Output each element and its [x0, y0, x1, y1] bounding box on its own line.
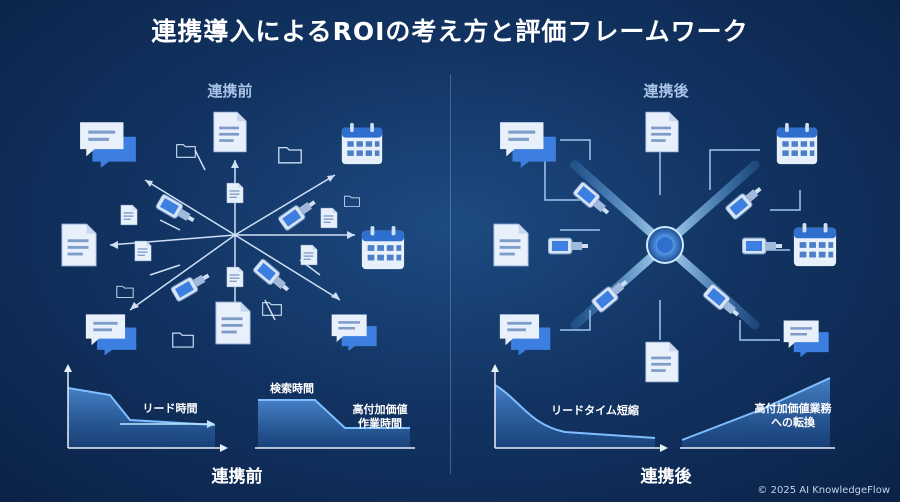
chat-bubble-icon	[499, 314, 551, 356]
before-search-time-chart	[255, 399, 415, 449]
after-bottom-label: 連携後	[640, 467, 692, 487]
calendar-icon	[793, 222, 837, 267]
chat-bubble-icon	[500, 122, 556, 168]
usb-connector-icon	[701, 282, 744, 322]
folder-icon	[172, 332, 194, 348]
before-chaotic-network	[109, 149, 355, 321]
before-bottom-label: 連携前	[211, 467, 263, 487]
usb-connector-icon	[276, 194, 320, 232]
chat-bubble-icon	[331, 314, 377, 352]
document-icon	[645, 111, 679, 153]
usb-connector-icon	[590, 274, 632, 314]
document-icon	[215, 301, 251, 345]
before-high-value-label: 高付加価値作業時間	[352, 403, 408, 430]
document-icon	[320, 207, 338, 229]
after-shift-label: 高付加価値業務への転換	[754, 402, 832, 429]
after-section-label: 連携後	[643, 82, 689, 100]
document-icon	[213, 111, 247, 153]
copyright-footer: © 2025 AI KnowledgeFlow	[757, 485, 890, 496]
document-icon	[134, 240, 152, 262]
document-icon	[226, 266, 244, 288]
document-icon	[493, 223, 529, 267]
before-search-time-label: 検索時間	[270, 382, 314, 395]
after-lead-time-label: リードタイム短縮	[551, 404, 639, 417]
center-divider	[450, 74, 451, 474]
usb-connector-icon	[548, 237, 588, 255]
folder-icon	[176, 144, 196, 158]
before-arrowheads	[110, 160, 355, 315]
after-lead-time-chart	[491, 364, 668, 452]
before-section-label: 連携前	[207, 82, 253, 100]
calendar-icon	[361, 225, 405, 270]
folder-icon	[278, 146, 302, 164]
before-lead-time-chart	[64, 364, 228, 452]
document-icon	[61, 223, 97, 267]
before-lead-time-label: リード時間	[142, 402, 198, 415]
page-title: 連携導入によるROIの考え方と評価フレームワーク	[151, 17, 749, 46]
calendar-icon	[776, 122, 818, 165]
calendar-icon	[341, 122, 383, 165]
chat-bubble-icon	[80, 122, 136, 168]
document-icon	[300, 244, 318, 266]
usb-connector-icon	[169, 267, 214, 303]
usb-connector-icon	[251, 257, 294, 297]
document-icon	[645, 341, 679, 383]
folder-icon	[344, 195, 360, 207]
document-icon	[120, 204, 138, 226]
usb-connector-icon	[742, 237, 782, 255]
document-icon	[226, 182, 244, 204]
chat-bubble-icon	[783, 320, 829, 358]
folder-icon	[116, 285, 134, 298]
after-high-value-chart	[680, 377, 835, 449]
chat-bubble-icon	[85, 314, 137, 356]
